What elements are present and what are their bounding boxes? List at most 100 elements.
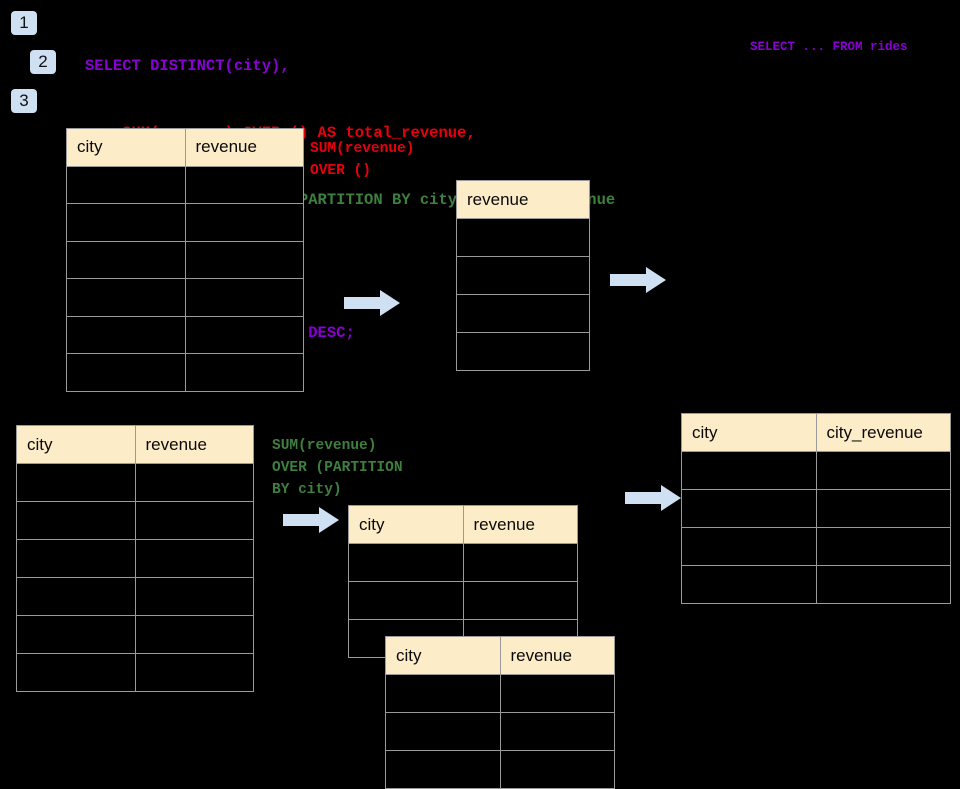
cell	[134, 463, 254, 502]
cell	[134, 615, 254, 654]
step-badge-2: 2	[30, 50, 56, 74]
column-header-revenue: revenue	[184, 128, 304, 167]
table-row	[66, 165, 304, 204]
table-row	[66, 315, 304, 354]
table-row	[66, 203, 304, 242]
table-row	[385, 674, 615, 713]
cell	[66, 203, 186, 242]
cell	[134, 653, 254, 692]
cell	[184, 203, 304, 242]
table-header-row: city city_revenue	[681, 413, 951, 452]
cell	[134, 577, 254, 616]
cell	[348, 581, 464, 620]
table-row	[66, 240, 304, 279]
cell	[681, 565, 817, 604]
cell	[16, 463, 136, 502]
cell	[499, 750, 615, 789]
table-row	[16, 501, 254, 540]
column-header-revenue: revenue	[456, 180, 590, 219]
flow-arrow-right-icon	[625, 483, 681, 513]
cell	[184, 315, 304, 354]
step-badge-1: 1	[11, 11, 37, 35]
table-partition-group-front: city revenue	[385, 636, 615, 789]
column-header-city: city	[16, 425, 136, 464]
side-note-select-from-rides: SELECT ... FROM rides	[750, 40, 908, 54]
cell	[134, 501, 254, 540]
sql-line-select: SELECT DISTINCT(city),	[85, 57, 290, 76]
cell	[462, 543, 578, 582]
column-header-revenue: revenue	[462, 505, 578, 544]
column-header-city: city	[385, 636, 501, 675]
cell	[681, 489, 817, 528]
cell	[184, 278, 304, 317]
cell	[66, 315, 186, 354]
cell	[681, 451, 817, 490]
cell	[66, 240, 186, 279]
cell	[456, 294, 590, 333]
table-row	[16, 463, 254, 502]
cell	[184, 240, 304, 279]
table-rides: city revenue	[66, 128, 304, 392]
cell	[456, 332, 590, 371]
table-row	[681, 527, 951, 566]
table-row	[348, 581, 578, 620]
cell	[348, 543, 464, 582]
table-total-revenue: revenue	[456, 180, 590, 371]
cell	[184, 165, 304, 204]
column-header-city: city	[348, 505, 464, 544]
cell	[499, 674, 615, 713]
flow-arrow-right-icon	[344, 288, 400, 318]
cell	[184, 353, 304, 392]
column-header-city: city	[681, 413, 817, 452]
cell	[385, 750, 501, 789]
table-header-row: city revenue	[66, 128, 304, 167]
column-header-city-revenue: city_revenue	[815, 413, 951, 452]
step-badge-3: 3	[11, 89, 37, 113]
table-row	[456, 294, 590, 333]
table-rides-partition-source: city revenue	[16, 425, 254, 692]
cell	[815, 451, 951, 490]
cell	[815, 565, 951, 604]
flow-arrow-right-icon	[610, 265, 666, 295]
cell	[456, 218, 590, 257]
table-row	[681, 489, 951, 528]
table-header-row: city revenue	[385, 636, 615, 675]
table-result: city city_revenue	[681, 413, 951, 604]
table-row	[681, 451, 951, 490]
table-row	[16, 577, 254, 616]
cell	[16, 577, 136, 616]
table-row	[385, 750, 615, 789]
cell	[66, 278, 186, 317]
annotation-over-empty: SUM(revenue) OVER ()	[310, 141, 415, 179]
table-row	[348, 543, 578, 582]
cell	[66, 353, 186, 392]
table-row	[385, 712, 615, 751]
cell	[681, 527, 817, 566]
cell	[16, 539, 136, 578]
table-row	[456, 332, 590, 371]
table-header-row: city revenue	[16, 425, 254, 464]
cell	[385, 712, 501, 751]
table-row	[456, 256, 590, 295]
column-header-revenue: revenue	[499, 636, 615, 675]
cell	[16, 501, 136, 540]
cell	[16, 653, 136, 692]
table-row	[16, 653, 254, 692]
cell	[66, 165, 186, 204]
cell	[385, 674, 501, 713]
flow-arrow-right-icon	[283, 505, 339, 535]
cell	[456, 256, 590, 295]
annotation-partition-by-city: SUM(revenue) OVER (PARTITION BY city)	[272, 438, 403, 498]
column-header-city: city	[66, 128, 186, 167]
table-header-row: city revenue	[348, 505, 578, 544]
cell	[134, 539, 254, 578]
cell	[815, 489, 951, 528]
column-header-revenue: revenue	[134, 425, 254, 464]
cell	[499, 712, 615, 751]
table-row	[66, 278, 304, 317]
table-row	[456, 218, 590, 257]
cell	[462, 581, 578, 620]
table-row	[16, 615, 254, 654]
cell	[16, 615, 136, 654]
table-row	[681, 565, 951, 604]
